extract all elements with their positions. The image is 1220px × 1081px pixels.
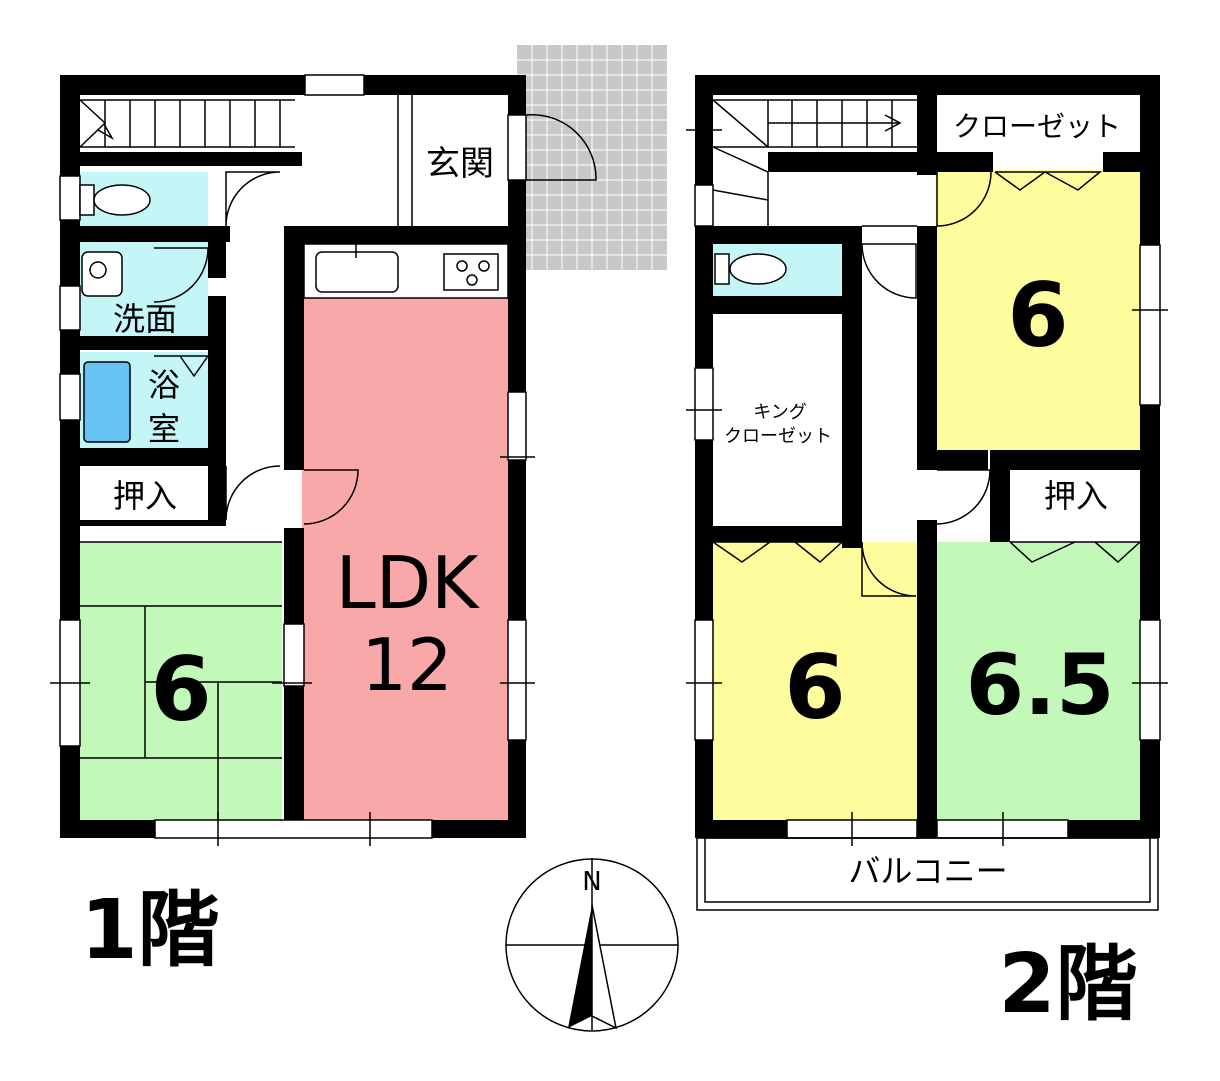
- floor2-details: [686, 129, 1168, 911]
- stairs-icon: [79, 99, 295, 148]
- bath-label-1: 浴: [148, 366, 180, 404]
- compass-north-label: N: [582, 867, 601, 897]
- washroom-label: 洗面: [113, 300, 177, 338]
- walkin-label-2: クローゼット: [724, 426, 832, 447]
- bedroom-se-size: 6.5: [966, 636, 1115, 734]
- bedroom-sw-fill: [712, 542, 918, 820]
- walkin-label-1: キング: [753, 402, 806, 423]
- entrance-label: 玄関: [426, 144, 494, 184]
- tatami-size: 6: [150, 638, 211, 741]
- floor2-walls: [695, 75, 1160, 838]
- compass-icon: [505, 858, 679, 1032]
- stairs-icon: [712, 99, 917, 226]
- bath-label-2: 室: [148, 410, 180, 448]
- bedroom-sw-size: 6: [784, 636, 845, 739]
- bathtub-icon: [83, 361, 131, 443]
- floor1-details: [50, 74, 597, 846]
- bedroom-se-fill: [935, 542, 1142, 820]
- tatami-fill: [78, 542, 282, 820]
- toilet-icon: [79, 184, 151, 216]
- sink-icon: [81, 251, 123, 297]
- toilet-icon: [714, 253, 787, 285]
- bedroom-ne-size: 6: [1007, 264, 1068, 367]
- floor2-title: 2階: [998, 937, 1137, 1032]
- balcony-label: バルコニー: [848, 852, 1007, 890]
- closet-top-label: クローゼット: [953, 110, 1121, 143]
- ldk-fill: [302, 298, 510, 820]
- floor1-title: 1階: [80, 883, 219, 978]
- ldk-size: 12: [361, 623, 453, 707]
- ldk-label: LDK: [336, 541, 481, 625]
- closet-right-label: 押入: [1044, 477, 1108, 515]
- closet1-label: 押入: [113, 477, 177, 515]
- stove-icon: [443, 253, 499, 291]
- bedroom-ne-fill: [935, 170, 1142, 450]
